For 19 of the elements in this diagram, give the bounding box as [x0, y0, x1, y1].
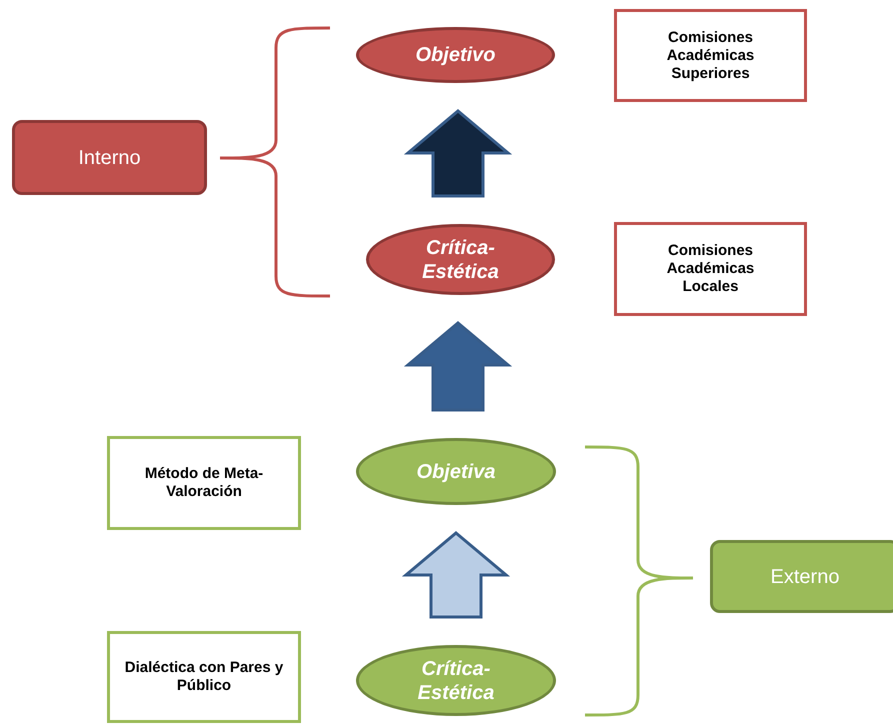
category-box — [710, 540, 893, 613]
node-label: Dialéctica con Pares y Público — [124, 659, 284, 695]
category-box — [12, 120, 207, 195]
node-label: Comisiones Académicas Superiores — [666, 28, 756, 82]
node-label: Objetiva — [416, 460, 496, 484]
node-label: Comisiones Académicas Locales — [666, 242, 756, 296]
node-label: Interno — [78, 146, 141, 170]
text-box — [107, 631, 301, 723]
text-box — [614, 9, 807, 102]
node-label: Crítica-Estética — [416, 656, 496, 704]
block-arrow — [404, 321, 512, 412]
node-label: Método de Meta-Valoración — [144, 465, 264, 501]
node-label: Crítica-Estética — [421, 236, 500, 284]
block-arrow — [402, 531, 510, 618]
block-arrow — [404, 109, 512, 198]
text-box — [614, 222, 807, 316]
node-label: Externo — [770, 564, 840, 588]
node-label: Objetivo — [415, 43, 496, 67]
text-box — [107, 436, 301, 530]
